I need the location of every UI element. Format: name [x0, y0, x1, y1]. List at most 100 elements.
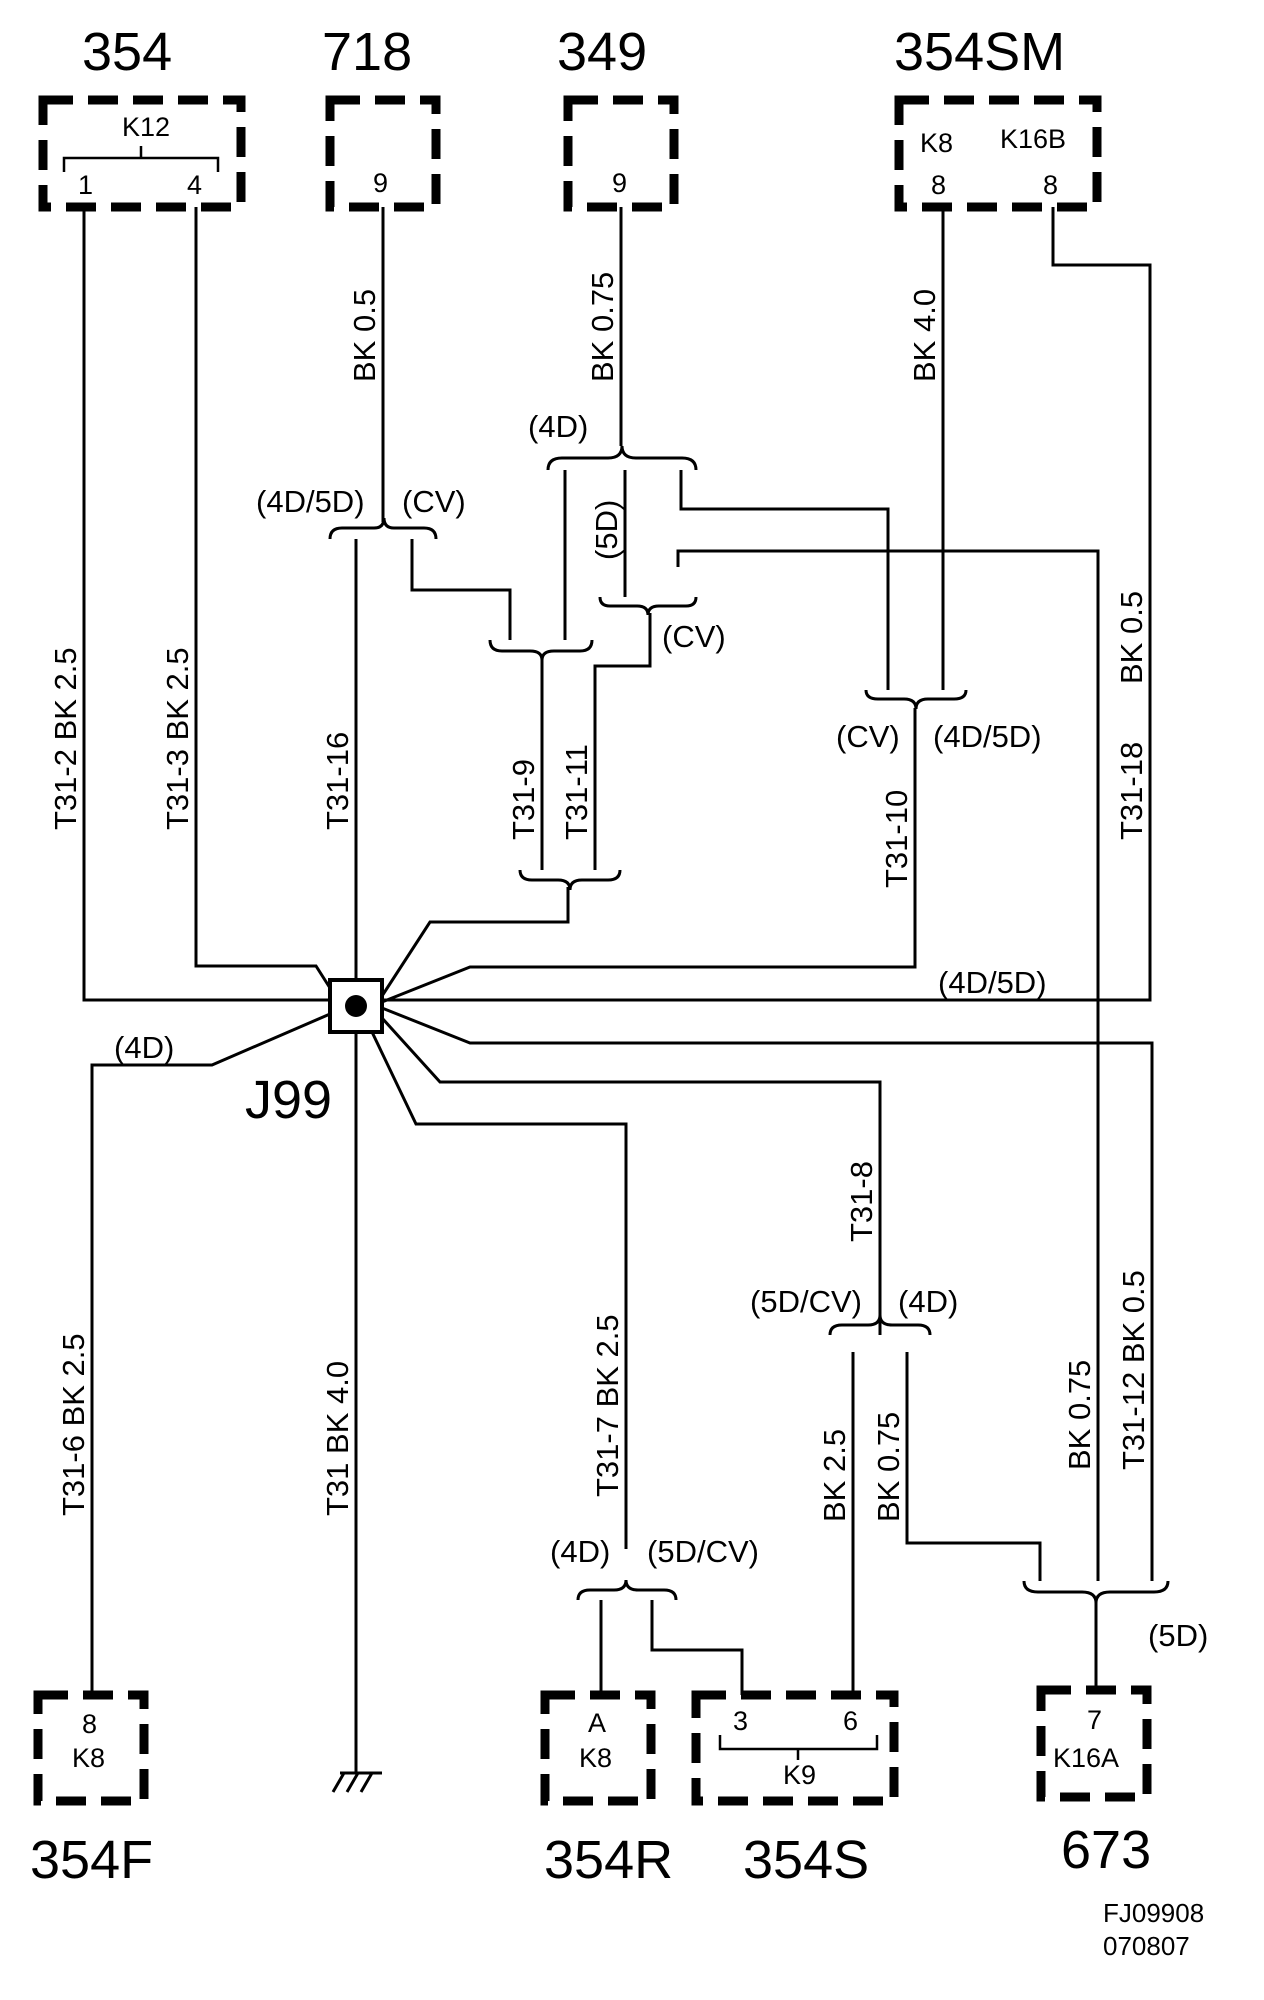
connector-bracket — [62, 146, 220, 172]
component-id: 349 — [557, 22, 647, 82]
pin-label: A — [588, 1708, 606, 1738]
variant-label: (5D/CV) — [647, 1534, 759, 1569]
pin-label: 8 — [82, 1709, 97, 1739]
component-349: 349 9 — [557, 22, 679, 212]
brace — [864, 689, 968, 710]
ground-icon — [331, 1771, 382, 1793]
component-718: 718 9 — [322, 22, 441, 212]
wire-label: T31-2 BK 2.5 — [48, 647, 83, 830]
variant-label: (5D) — [1148, 1618, 1208, 1653]
component-id: 354R — [544, 1830, 673, 1890]
brace — [598, 596, 698, 616]
pin-label: 8 — [931, 170, 946, 200]
inner-label: K8 — [920, 128, 953, 158]
inner-label: K12 — [122, 112, 170, 142]
component-id: 718 — [322, 22, 412, 82]
wire-t31-11 — [593, 613, 652, 870]
splice-dot — [345, 995, 367, 1017]
inner-label: K8 — [72, 1743, 105, 1773]
wire-label: T31-16 — [320, 732, 355, 830]
wire-t31-12 — [381, 1006, 1154, 1581]
variant-label: (5D/CV) — [750, 1284, 862, 1319]
connector-bracket — [718, 1735, 879, 1760]
pin-label: 6 — [843, 1706, 858, 1736]
wire-labels: T31-2 BK 2.5 T31-3 BK 2.5 BK 0.5 T31-16 … — [48, 272, 1151, 1522]
splice-j99: J99 — [245, 978, 384, 1130]
footer-ref: FJ09908 070807 — [1103, 1898, 1204, 1961]
pin-label: 9 — [373, 168, 388, 198]
variant-braces — [328, 445, 1170, 1604]
component-id: 354F — [30, 1830, 153, 1890]
variant-label: (4D/5D) — [256, 484, 365, 519]
component-673: 7 K16A 673 — [1036, 1685, 1152, 1880]
wire-label: BK 0.5 — [1114, 591, 1149, 684]
inner-label: K9 — [783, 1760, 816, 1790]
ground-g14 — [331, 1771, 382, 1793]
connector-box — [1036, 1685, 1152, 1802]
wire-t31-10 — [381, 708, 917, 1004]
wire-label: T31-12 BK 0.5 — [1116, 1270, 1151, 1470]
pin-label: 3 — [733, 1706, 748, 1736]
component-354s: 3 6 K9 354S — [691, 1690, 899, 1890]
wire-label: T31-6 BK 2.5 — [56, 1333, 91, 1516]
wire-label: T31-11 — [559, 744, 594, 840]
connector-box — [691, 1690, 899, 1806]
connector-box — [563, 95, 679, 212]
component-id: 673 — [1061, 1820, 1151, 1880]
wire-label: BK 0.5 — [347, 289, 382, 382]
pin-label: 9 — [612, 168, 627, 198]
brace — [576, 1579, 678, 1601]
splice-label: J99 — [245, 1070, 332, 1130]
wire-label: T31-9 — [506, 759, 541, 840]
brace — [828, 1314, 932, 1336]
figure-date: 070807 — [1103, 1931, 1190, 1961]
pin-label: 1 — [78, 170, 93, 200]
connector-box — [325, 95, 441, 212]
brace — [488, 639, 594, 661]
inner-label: K16A — [1053, 1743, 1119, 1773]
wire-t31-9-11-merge — [380, 887, 570, 997]
pin-label: 4 — [187, 170, 202, 200]
wire-label: T31-10 — [879, 790, 914, 888]
brace — [518, 869, 622, 891]
wire-t31-8 — [380, 1016, 882, 1335]
component-354sm: 354SM K8 K16B 8 8 — [894, 22, 1102, 212]
variant-labels: (4D/5D) (CV) (4D) (CV) (CV) (4D/5D) (4D/… — [114, 409, 1208, 1653]
variant-label: (4D/5D) — [938, 965, 1047, 1000]
wire-label: T31-7 BK 2.5 — [590, 1314, 625, 1497]
wire-label: T31-18 — [1114, 742, 1149, 840]
pin-label: 7 — [1087, 1705, 1102, 1735]
wire-cv-718 — [410, 539, 512, 640]
figure-code: FJ09908 — [1103, 1898, 1204, 1928]
variant-label: (4D) — [550, 1534, 610, 1569]
component-354: 354 K12 1 4 — [38, 22, 246, 212]
connector-box — [38, 95, 246, 212]
brace — [546, 445, 698, 471]
variant-label: (CV) — [836, 719, 900, 754]
wire-4d5d-349 — [679, 470, 890, 690]
connector-box — [894, 95, 1102, 212]
variant-label: (4D) — [114, 1030, 174, 1065]
brace — [328, 517, 438, 540]
variant-label: (4D) — [528, 409, 588, 444]
inner-label: K16B — [1000, 124, 1066, 154]
wire-t31-3 — [194, 207, 332, 989]
wires — [82, 207, 1154, 1773]
component-id: 354S — [743, 1830, 869, 1890]
brace — [1022, 1580, 1170, 1604]
pin-label: 8 — [1043, 170, 1058, 200]
wire-bk075-673 — [905, 1352, 1042, 1581]
component-354r: A K8 354R — [540, 1690, 673, 1890]
wire-label: BK 0.75 — [871, 1412, 906, 1522]
wire-354s-3 — [650, 1600, 744, 1695]
wire-5d-cv-349 — [676, 549, 1100, 1581]
wire-t31-18 — [382, 207, 1152, 1002]
variant-label: (CV) — [402, 484, 466, 519]
variant-label: (4D/5D) — [933, 719, 1042, 754]
inner-label: K8 — [579, 1743, 612, 1773]
wire-label: BK 0.75 — [585, 272, 620, 382]
component-id: 354 — [82, 22, 172, 82]
wire-label: T31 BK 4.0 — [320, 1361, 355, 1516]
wire-t31-7 — [370, 1031, 628, 1549]
